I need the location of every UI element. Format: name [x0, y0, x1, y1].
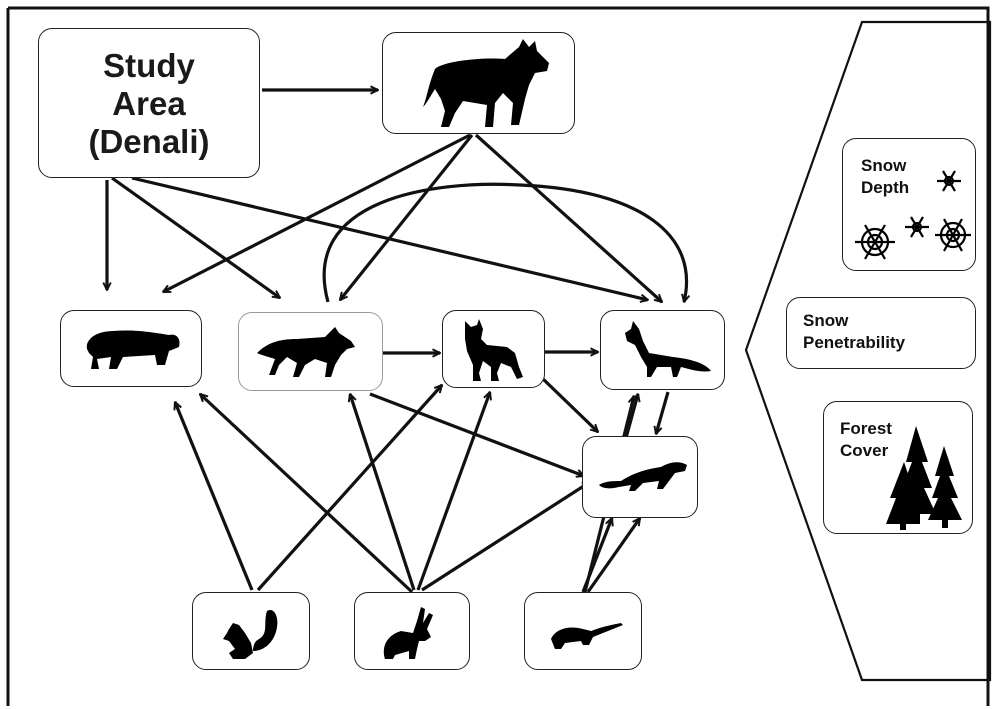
snow-penetrability-label: Snow Penetrability	[803, 311, 906, 352]
study-area-node[interactable]: Study Area (Denali)	[38, 28, 260, 178]
arrow-lynx-marten	[540, 376, 598, 432]
snow-depth-node[interactable]: Snow Depth	[842, 138, 976, 271]
arrow-hare-wolverine	[200, 394, 414, 594]
wolf-silhouette-icon	[423, 39, 549, 127]
wolverine-node[interactable]	[60, 310, 202, 387]
arrow-hare-marten	[421, 480, 590, 592]
arrow-coyote-marten	[369, 392, 584, 476]
arrow-study-coyote	[111, 176, 280, 300]
arrow-vole-marten-2	[586, 518, 642, 593]
arrow-wolf-coyote	[340, 134, 474, 300]
lynx-node[interactable]	[442, 310, 545, 388]
arrow-coyote-fox-curve	[322, 182, 686, 302]
vole-silhouette-icon	[551, 623, 623, 649]
covariate-panel	[744, 20, 992, 682]
wolverine-silhouette-icon	[86, 330, 180, 369]
forest-cover-node[interactable]: Forest Cover	[823, 401, 973, 534]
fox-silhouette-icon	[625, 321, 711, 377]
squirrel-silhouette-icon	[223, 609, 278, 659]
coyote-silhouette-icon	[257, 327, 355, 377]
arrow-hare-lynx	[416, 392, 490, 591]
coyote-node[interactable]	[238, 312, 383, 391]
marten-node[interactable]	[582, 436, 698, 518]
snow-depth-label: Snow Depth	[861, 156, 910, 197]
vole-node[interactable]	[524, 592, 642, 670]
fox-node[interactable]	[600, 310, 725, 390]
squirrel-node[interactable]	[192, 592, 310, 670]
marten-silhouette-icon	[599, 462, 687, 491]
arrow-fox-marten	[656, 391, 670, 434]
arrow-squirrel-lynx	[256, 385, 442, 592]
snow-penetrability-node[interactable]: Snow Penetrability	[786, 297, 976, 369]
forest-cover-label: Forest Cover	[840, 419, 892, 460]
arrow-squirrel-wolverine	[175, 402, 254, 591]
arrow-wolf-fox	[474, 133, 662, 302]
lynx-silhouette-icon	[465, 319, 523, 381]
arrow-hare-coyote	[350, 394, 416, 591]
wolf-node[interactable]	[382, 32, 575, 134]
study-area-label: Study Area (Denali)	[88, 47, 210, 160]
outer-frame	[8, 6, 990, 706]
tree-icon	[886, 426, 962, 530]
snowflake-icon	[855, 170, 971, 260]
arrow-wolf-wolverine	[163, 133, 471, 294]
hare-node[interactable]	[354, 592, 470, 670]
hare-silhouette-icon	[383, 607, 433, 659]
